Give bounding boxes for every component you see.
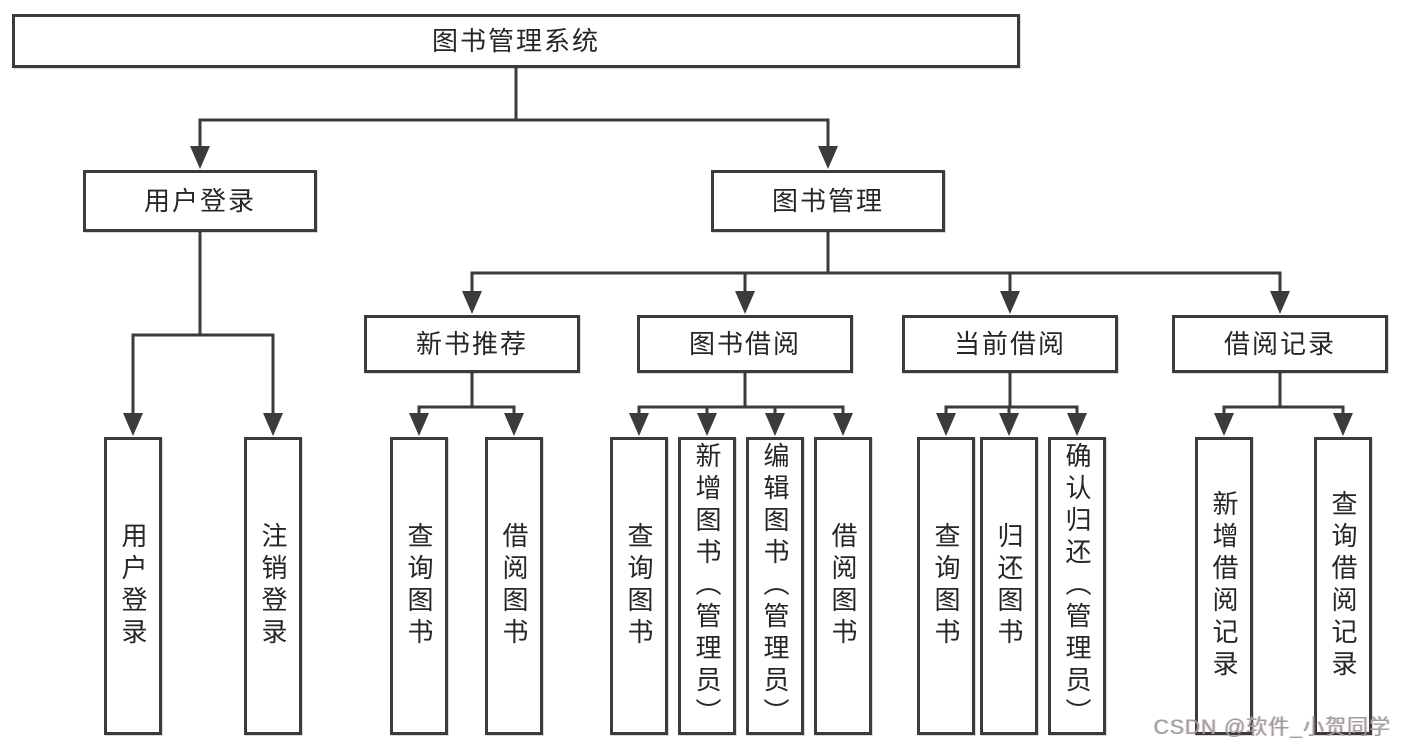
arrowhead-down-icon [123,413,143,436]
arrowhead-down-icon [190,146,210,169]
arrowhead-down-icon [735,291,755,314]
arrowhead-down-icon [818,146,838,169]
arrowhead-down-icon [1000,291,1020,314]
arrowhead-down-icon [629,413,649,436]
arrowhead-down-icon [462,291,482,314]
arrowhead-down-icon [765,413,785,436]
arrowhead-down-icon [1270,291,1290,314]
arrowhead-down-icon [409,413,429,436]
arrowhead-down-icon [263,413,283,436]
arrowhead-down-icon [999,413,1019,436]
csdn-watermark: CSDN @软件_小贺同学 [1153,716,1391,739]
arrowhead-down-icon [1067,413,1087,436]
arrowhead-down-icon [504,413,524,436]
arrowhead-down-icon [1214,413,1234,436]
arrowhead-down-icon [1333,413,1353,436]
arrowhead-down-icon [833,413,853,436]
arrowhead-down-icon [936,413,956,436]
arrowhead-down-icon [697,413,717,436]
